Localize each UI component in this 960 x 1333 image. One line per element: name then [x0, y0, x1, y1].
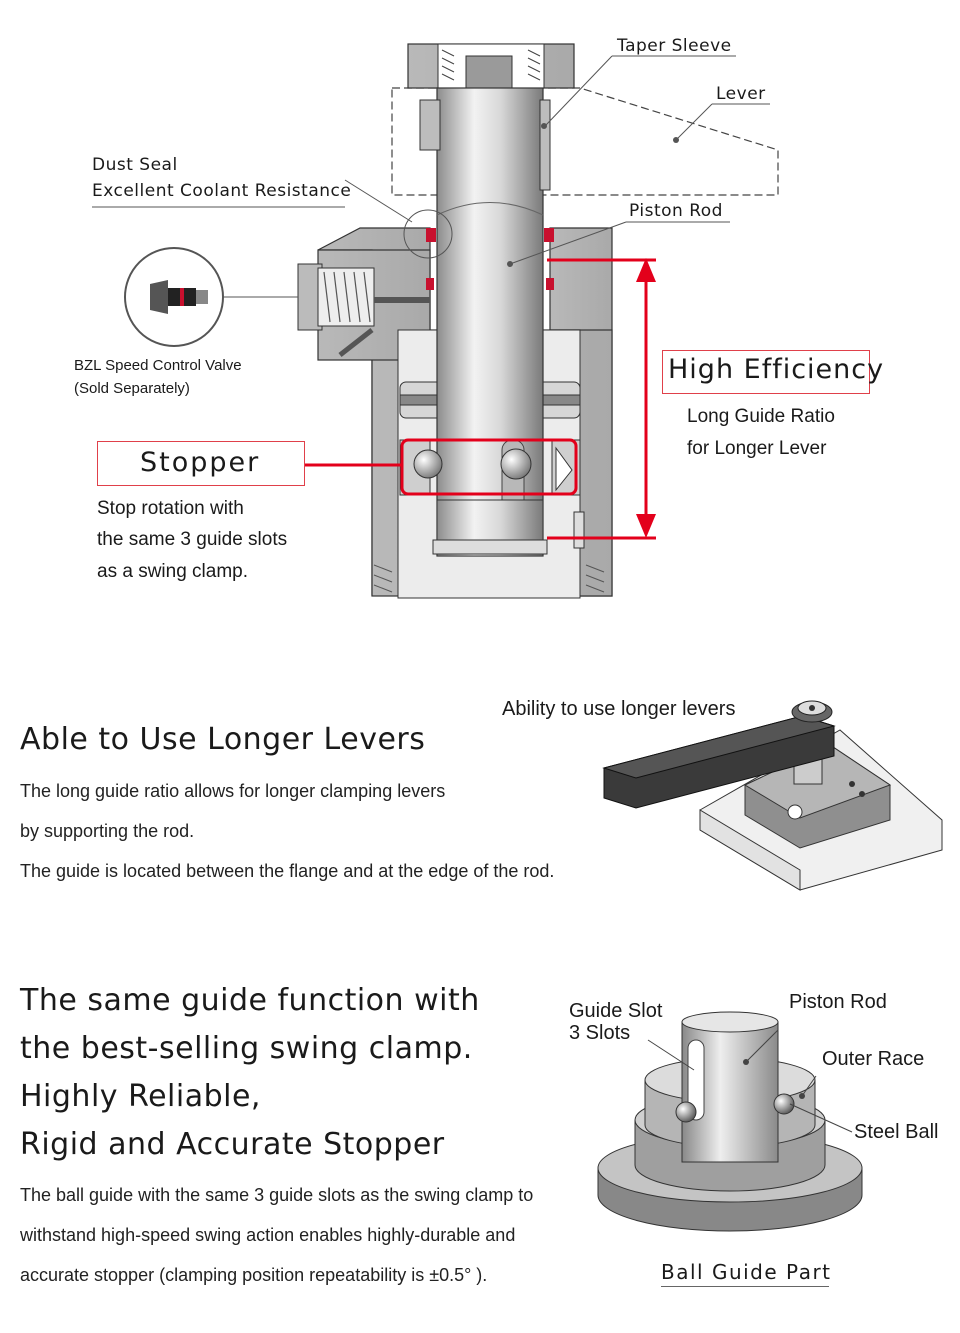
levers-line-3: The guide is located between the flange …	[20, 861, 555, 881]
cross-section-diagram	[92, 43, 779, 599]
high-efficiency-line1: Long Guide Ratio	[687, 406, 835, 427]
label-piston-rod: Piston Rod	[629, 201, 723, 221]
label-valve: BZL Speed Control Valve	[74, 357, 242, 374]
stopper-title: Stopper	[140, 447, 261, 478]
piston-rod	[436, 87, 544, 557]
high-efficiency-box: High Efficiency	[662, 350, 883, 394]
label-valve-note: (Sold Separately)	[74, 380, 190, 397]
label-guide-slot: Guide Slot	[569, 1000, 663, 1022]
stopper-highlight	[400, 438, 578, 496]
ball-guide-caption: Ball Guide Part	[661, 1260, 830, 1287]
levers-image-caption: Ability to use longer levers	[502, 698, 736, 720]
label-lever: Lever	[716, 84, 766, 104]
label-taper-sleeve: Taper Sleeve	[617, 36, 732, 56]
longer-lever-illustration	[602, 700, 943, 891]
high-efficiency-title: High Efficiency	[668, 354, 885, 385]
label-part-piston-rod: Piston Rod	[789, 991, 887, 1013]
guide-heading-3: Highly Reliable,	[20, 1079, 261, 1114]
guide-heading-2: the best-selling swing clamp.	[20, 1031, 473, 1066]
guide-heading-1: The same guide function with	[20, 983, 480, 1018]
guide-line-3: accurate stopper (clamping position repe…	[20, 1265, 488, 1285]
guide-line-1: The ball guide with the same 3 guide slo…	[20, 1185, 534, 1205]
stopper-box: Stopper	[97, 441, 305, 486]
levers-line-1: The long guide ratio allows for longer c…	[20, 781, 446, 801]
ball-guide-illustration	[597, 1011, 863, 1232]
dust-seal	[426, 228, 436, 242]
levers-line-2: by supporting the rod.	[20, 821, 195, 841]
levers-heading: Able to Use Longer Levers	[20, 722, 426, 757]
label-dust-seal: Dust Seal	[92, 155, 178, 175]
stopper-line1: Stop rotation with	[97, 498, 244, 519]
label-coolant-resistance: Excellent Coolant Resistance	[92, 181, 352, 201]
stopper-line3: as a swing clamp.	[97, 561, 249, 582]
high-efficiency-line2: for Longer Lever	[687, 438, 827, 459]
guide-line-2: withstand high-speed swing action enable…	[20, 1225, 516, 1245]
label-3-slots: 3 Slots	[569, 1022, 631, 1044]
steel-ball	[413, 449, 443, 479]
label-outer-race: Outer Race	[822, 1048, 925, 1070]
guide-heading-4: Rigid and Accurate Stopper	[20, 1127, 445, 1162]
stopper-line2: the same 3 guide slots	[97, 529, 288, 550]
label-steel-ball: Steel Ball	[854, 1121, 939, 1143]
